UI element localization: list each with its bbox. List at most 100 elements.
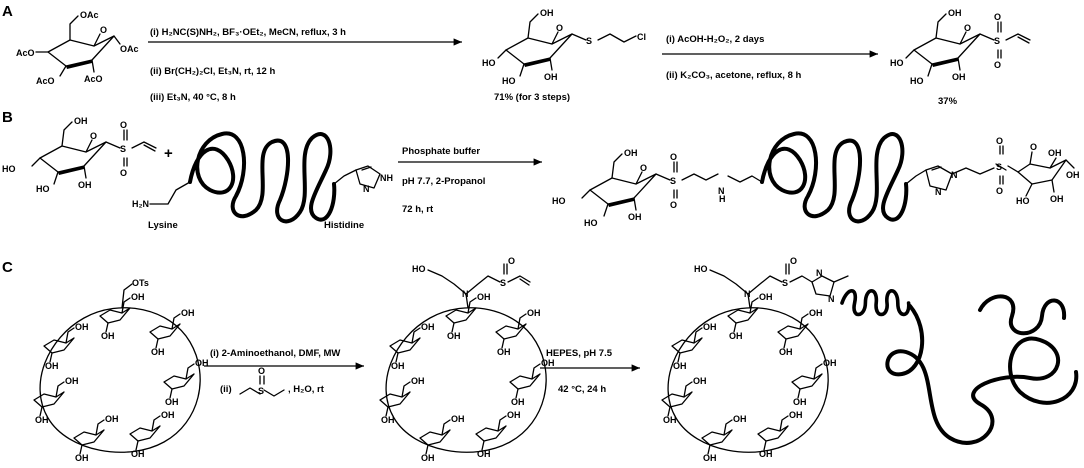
svg-text:O: O xyxy=(790,256,797,266)
b-product-left-sugar: O OH S O O HO HO OH N H xyxy=(552,148,763,228)
svg-text:N: N xyxy=(951,170,958,180)
svg-text:OAc: OAc xyxy=(120,44,139,54)
svg-text:S: S xyxy=(996,162,1002,172)
a-step2-line1: (i) AcOH-H₂O₂, 2 days xyxy=(666,34,764,45)
plus-sign: + xyxy=(164,145,173,162)
svg-text:S: S xyxy=(782,278,788,288)
svg-text:O: O xyxy=(120,168,127,178)
svg-text:O: O xyxy=(994,12,1001,22)
svg-text:OAc: OAc xyxy=(80,10,99,20)
b-product-right-sugar: S O O O OH OH OH HO xyxy=(995,136,1080,206)
svg-text:AcO: AcO xyxy=(84,74,103,84)
svg-text:AcO: AcO xyxy=(36,76,55,86)
c-step1-line3: , H₂O, rt xyxy=(288,384,325,395)
svg-text:OH: OH xyxy=(78,180,92,190)
svg-text:NH: NH xyxy=(380,173,393,183)
divinyl-sulfone: S O xyxy=(239,366,285,397)
svg-text:OH: OH xyxy=(948,8,962,18)
svg-text:HO: HO xyxy=(584,218,598,228)
c-step1-line1: (i) 2-Aminoethanol, DMF, MW xyxy=(210,348,340,359)
svg-text:OH: OH xyxy=(624,148,638,158)
c-step1-line2: (ii) xyxy=(220,384,232,395)
svg-text:O: O xyxy=(670,152,677,162)
svg-text:N: N xyxy=(462,289,469,299)
svg-text:AcO: AcO xyxy=(16,48,35,58)
a-yield1: 71% (for 3 steps) xyxy=(494,92,570,103)
svg-text:Cl: Cl xyxy=(637,32,646,42)
svg-text:HO: HO xyxy=(2,164,16,174)
svg-text:S: S xyxy=(120,144,126,154)
a-step2-line2: (ii) K₂CO₃, acetone, reflux, 8 h xyxy=(666,70,802,81)
svg-text:O: O xyxy=(994,60,1001,70)
svg-text:N: N xyxy=(935,187,942,197)
cyclodextrin-tosyl: OTs xyxy=(33,278,210,464)
svg-text:OH: OH xyxy=(1050,194,1064,204)
svg-text:H: H xyxy=(719,194,726,204)
svg-text:H₂N: H₂N xyxy=(132,199,149,209)
svg-text:O: O xyxy=(996,186,1003,196)
svg-text:O: O xyxy=(90,131,97,141)
svg-text:OH: OH xyxy=(74,116,88,126)
svg-text:OH: OH xyxy=(628,212,642,222)
svg-text:S: S xyxy=(258,386,264,396)
protein-b-reactant: H₂N N NH xyxy=(132,131,393,224)
svg-text:N: N xyxy=(718,186,725,196)
b-cond-line1: Phosphate buffer xyxy=(402,146,480,157)
chloroethyl-thioglucoside: O OH S HO HO OH Cl xyxy=(482,8,646,86)
a-yield2: 37% xyxy=(938,96,958,107)
svg-text:HO: HO xyxy=(552,196,566,206)
histidine-label: Histidine xyxy=(324,220,364,231)
b-vinylsulfone-glucoside: O OH S O O HO HO OH xyxy=(2,116,157,194)
svg-text:O: O xyxy=(100,25,107,35)
svg-text:S: S xyxy=(500,278,506,288)
peracetyl-glucose: O OAc OAc AcO AcO AcO xyxy=(16,10,139,86)
cyclodextrin-vinylsulfone: N HO S O xyxy=(379,256,556,464)
svg-text:O: O xyxy=(640,163,647,173)
lysine-label: Lysine xyxy=(148,220,178,231)
svg-text:N: N xyxy=(363,184,370,194)
svg-text:O: O xyxy=(670,200,677,210)
a-step1-line3: (iii) Et₃N, 40 °C, 8 h xyxy=(150,92,236,103)
svg-text:O: O xyxy=(964,23,971,33)
protein-c-conjugated xyxy=(840,289,1079,445)
svg-text:HO: HO xyxy=(482,58,496,68)
svg-text:S: S xyxy=(994,36,1000,46)
svg-text:OH: OH xyxy=(544,72,558,82)
svg-text:O: O xyxy=(1030,142,1037,152)
svg-text:S: S xyxy=(670,176,676,186)
panel-a-label: A xyxy=(2,3,13,20)
svg-text:OH: OH xyxy=(1048,148,1062,158)
vinylsulfone-glucoside: O OH S O O HO HO OH xyxy=(890,8,1031,86)
svg-text:O: O xyxy=(120,120,127,130)
svg-text:S: S xyxy=(586,36,592,46)
svg-text:N: N xyxy=(744,289,751,299)
svg-text:HO: HO xyxy=(412,264,426,274)
svg-text:O: O xyxy=(556,23,563,33)
svg-text:HO: HO xyxy=(694,264,708,274)
svg-text:N: N xyxy=(828,294,835,304)
cyclodextrin-protein-conjugate: N HO S O N N xyxy=(661,256,849,464)
svg-text:OH: OH xyxy=(1066,170,1080,180)
svg-text:HO: HO xyxy=(502,76,516,86)
c-step2-line1: HEPES, pH 7.5 xyxy=(546,348,613,359)
a-step1-line2: (ii) Br(CH₂)₂Cl, Et₃N, rt, 12 h xyxy=(150,66,275,77)
panel-c-label: C xyxy=(2,259,13,276)
svg-text:HO: HO xyxy=(910,76,924,86)
svg-text:HO: HO xyxy=(36,184,50,194)
svg-text:O: O xyxy=(508,256,515,266)
svg-text:O: O xyxy=(996,136,1003,146)
svg-text:O: O xyxy=(258,366,265,376)
b-cond-line3: 72 h, rt xyxy=(402,204,434,215)
svg-text:HO: HO xyxy=(1016,196,1030,206)
panel-b-label: B xyxy=(2,109,13,126)
protein-b-product: N N xyxy=(760,131,995,224)
svg-text:OH: OH xyxy=(952,72,966,82)
svg-text:HO: HO xyxy=(890,58,904,68)
c-step2-line2: 42 °C, 24 h xyxy=(558,384,606,395)
svg-text:OH: OH xyxy=(540,8,554,18)
tosyl-group: OTs xyxy=(132,278,149,288)
b-cond-line2: pH 7.7, 2-Propanol xyxy=(402,176,485,187)
a-step1-line1: (i) H₂NC(S)NH₂, BF₃·OEt₂, MeCN, reflux, … xyxy=(150,27,346,38)
svg-text:N: N xyxy=(816,268,823,278)
